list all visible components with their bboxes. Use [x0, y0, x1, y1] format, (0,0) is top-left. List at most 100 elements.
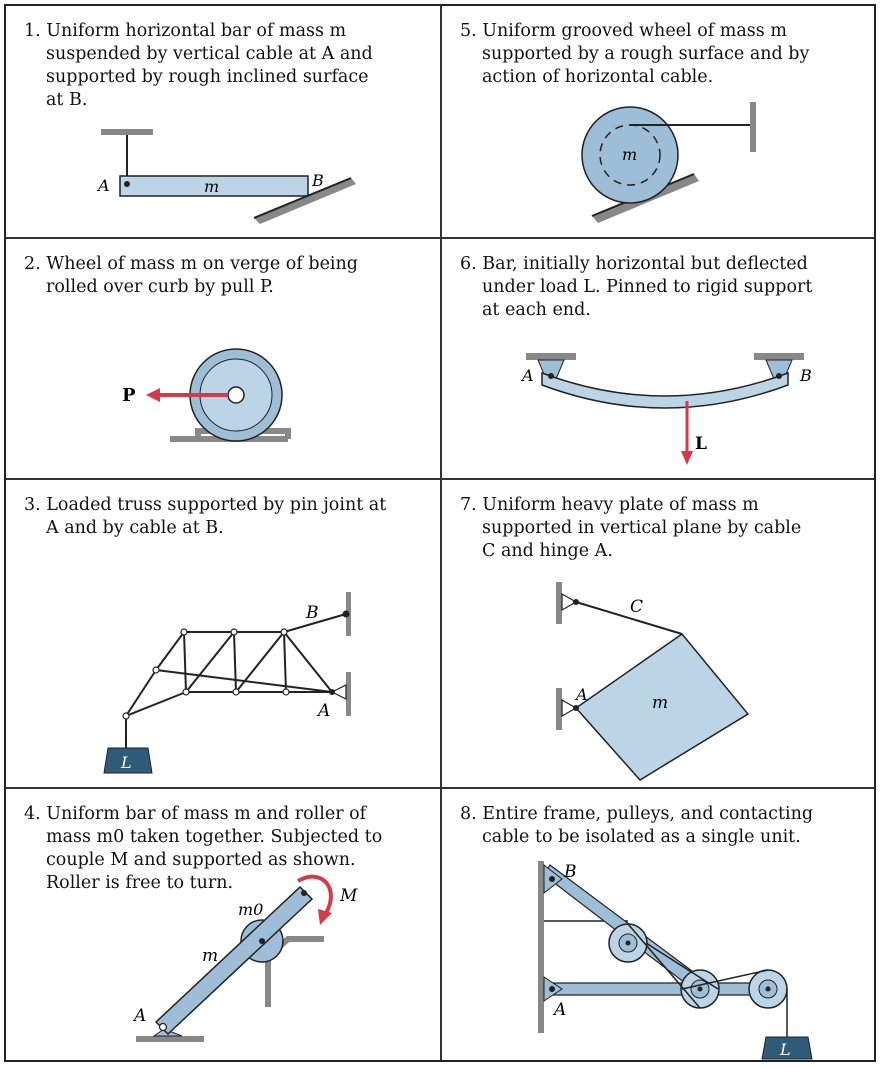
panel-4-diagram: m0 m M A [132, 874, 358, 1042]
panel-1-caption: 1. Uniform horizontal bar of mass m susp… [24, 20, 373, 112]
label-l: L [695, 434, 707, 454]
panel-3-number: 3. [24, 495, 41, 515]
caption-line: at B. [46, 90, 88, 110]
label-a: A [96, 176, 110, 195]
caption-line: supported in vertical plane by cable [482, 518, 802, 538]
wall-lower [556, 688, 562, 730]
panel-2-diagram: P [122, 348, 291, 442]
wall-upper [556, 582, 562, 624]
panel-5-caption: 5. Uniform grooved wheel of mass m suppo… [460, 20, 809, 89]
row-divider-1 [6, 237, 874, 239]
heavy-plate [574, 632, 750, 781]
panel-8-number: 8. [460, 804, 477, 824]
wheel-hub [227, 386, 245, 404]
pin-c [573, 599, 579, 605]
caption-line: Uniform heavy plate of mass m [482, 495, 759, 515]
caption-line: Uniform horizontal bar of mass m [46, 21, 347, 41]
panel-2: 2. Wheel of mass m on verge of being rol… [6, 239, 440, 478]
force-p-head [146, 388, 160, 402]
panel-5-diagram: m [581, 102, 756, 223]
label-p: P [122, 385, 136, 406]
pin-a [329, 689, 335, 695]
figure-table: 1. Uniform horizontal bar of mass m susp… [4, 4, 876, 1062]
panel-1-diagram: A m B [96, 129, 356, 224]
hinge-c-bracket [561, 592, 578, 612]
wall-a [346, 672, 351, 716]
bar-end [301, 890, 307, 896]
row-divider-3 [6, 787, 874, 789]
panel-6-number: 6. [460, 254, 477, 274]
label-big-m: M [339, 886, 358, 906]
caption-line: action of horizontal cable. [482, 67, 714, 87]
label-m0: m0 [238, 900, 263, 919]
hinge-a-bracket [561, 698, 578, 718]
pin-a [548, 373, 554, 379]
caption-line: Entire frame, pulleys, and contacting [482, 804, 814, 824]
caption-line: supported by a rough surface and by [482, 44, 810, 64]
caption-line: at each end. [482, 300, 591, 320]
pin-a [158, 1022, 168, 1032]
label-l: L [779, 1040, 791, 1059]
deflected-bar [541, 371, 789, 409]
ground-a [136, 1036, 204, 1042]
panel-6-caption: 6. Bar, initially horizontal but deflect… [460, 253, 812, 322]
wall-support [750, 102, 756, 152]
label-b: B [311, 171, 324, 190]
label-a: A [316, 701, 330, 721]
load-l-block [103, 747, 153, 774]
label-m: m [622, 145, 637, 164]
incline-line [253, 177, 352, 219]
label-l: L [120, 753, 132, 772]
pin-b [776, 373, 782, 379]
caption-line: suspended by vertical cable at A and [46, 44, 373, 64]
pin-a [573, 705, 579, 711]
couple-m-head [318, 909, 332, 925]
label-c: C [630, 597, 643, 617]
panel-6: 6. Bar, initially horizontal but deflect… [442, 239, 874, 478]
pin-b [342, 610, 350, 618]
support-b [754, 353, 804, 360]
label-m: m [204, 177, 219, 196]
grooved-wheel [581, 106, 679, 204]
panel-1-number: 1. [24, 21, 41, 41]
label-b: B [799, 366, 812, 385]
uniform-bar [154, 885, 314, 1036]
pin-b [549, 876, 555, 882]
panel-8-caption: 8. Entire frame, pulleys, and contacting… [460, 803, 813, 849]
pin-a [549, 986, 555, 992]
panel-8: 8. Entire frame, pulleys, and contacting… [442, 789, 874, 1060]
panel-5-number: 5. [460, 21, 477, 41]
label-b: B [563, 862, 577, 882]
inclined-surface [254, 178, 356, 224]
caption-line: Roller is free to turn. [46, 873, 234, 893]
panel-3-caption: 3. Loaded truss supported by pin joint a… [24, 494, 386, 540]
caption-line: under load L. Pinned to rigid support [482, 277, 813, 297]
caption-line: Loaded truss supported by pin joint at [46, 495, 387, 515]
truss [125, 613, 347, 748]
panel-3: 3. Loaded truss supported by pin joint a… [6, 480, 440, 787]
panel-4: 4. Uniform bar of mass m and roller of m… [6, 789, 440, 1060]
support-a [526, 353, 576, 360]
panel-1: 1. Uniform horizontal bar of mass m susp… [6, 6, 440, 237]
ceiling-support [101, 129, 153, 135]
label-a: A [520, 366, 534, 385]
caption-line: Uniform grooved wheel of mass m [482, 21, 787, 41]
caption-line: C and hinge A. [482, 541, 613, 561]
lower-member [543, 982, 775, 996]
label-a: A [132, 1006, 146, 1026]
pin-a [124, 181, 130, 187]
caption-line: cable to be isolated as a single unit. [482, 827, 801, 847]
panel-8-diagram: L B A [538, 861, 813, 1060]
roller-center [259, 938, 265, 944]
label-m: m [202, 946, 218, 966]
label-a: A [574, 685, 588, 704]
caption-line: Uniform bar of mass m and roller of [46, 804, 367, 824]
label-m: m [652, 693, 668, 713]
load-l-block [761, 1036, 813, 1060]
panel-7-number: 7. [460, 495, 477, 515]
panel-2-number: 2. [24, 254, 41, 274]
caption-line: Bar, initially horizontal but deflected [482, 254, 808, 274]
panel-6-diagram: A B L [520, 353, 812, 465]
contacting-cable [627, 923, 788, 1037]
panel-7-caption: 7. Uniform heavy plate of mass m support… [460, 494, 801, 563]
